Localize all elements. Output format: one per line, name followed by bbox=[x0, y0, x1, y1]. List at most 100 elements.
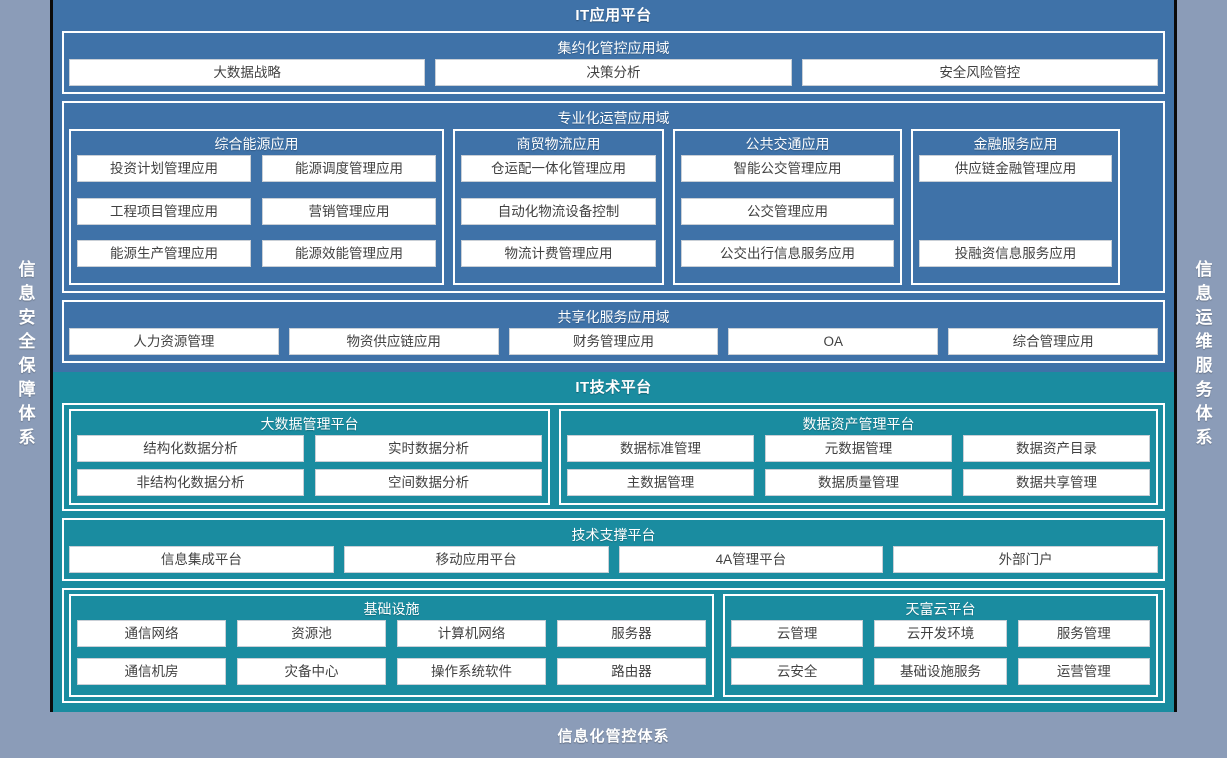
group-grid-financial-services: 供应链金融管理应用 投融资信息服务应用 bbox=[919, 155, 1112, 276]
group-data-asset-management-platform: 数据资产管理平台 数据标准管理 元数据管理 数据资产目录 主数据管理 数据质量管… bbox=[559, 409, 1158, 505]
chip-information-integration-platform[interactable]: 信息集成平台 bbox=[69, 546, 334, 573]
chip-router[interactable]: 路由器 bbox=[557, 657, 706, 685]
domain-title-technical-support-platform: 技术支撑平台 bbox=[571, 527, 656, 543]
it-application-platform: IT应用平台 集约化管控应用域 大数据战略 决策分析 安全风险管控 专业化运营应… bbox=[53, 0, 1174, 372]
chip-row-technical-support-platform: 信息集成平台 移动应用平台 4A管理平台 外部门户 bbox=[69, 546, 1158, 573]
chip-master-data-management[interactable]: 主数据管理 bbox=[567, 469, 754, 496]
technology-platform-title: IT技术平台 bbox=[575, 379, 652, 396]
it-technology-platform: IT技术平台 大数据管理平台 结构化数据分析 实时数据分析 非结构化数据分析 空… bbox=[53, 372, 1174, 712]
chip-oa[interactable]: OA bbox=[728, 328, 939, 355]
chip-automated-logistics-equipment-control[interactable]: 自动化物流设备控制 bbox=[461, 197, 656, 225]
chip-cloud-management[interactable]: 云管理 bbox=[731, 620, 864, 647]
chip-integrated-management[interactable]: 综合管理应用 bbox=[948, 328, 1158, 355]
group-financial-services: 金融服务应用 供应链金融管理应用 投融资信息服务应用 bbox=[911, 129, 1120, 285]
chip-infrastructure-service[interactable]: 基础设施服务 bbox=[874, 657, 1007, 685]
chip-unstructured-data-analysis[interactable]: 非结构化数据分析 bbox=[77, 469, 304, 496]
chip-smart-bus-management[interactable]: 智能公交管理应用 bbox=[681, 155, 894, 182]
group-title-tianfu-cloud-platform: 天富云平台 bbox=[905, 601, 976, 617]
footer-informatization-governance: 信息化管控体系 bbox=[0, 712, 1227, 758]
chip-financial-services-spacer bbox=[919, 198, 1112, 225]
chip-big-data-strategy[interactable]: 大数据战略 bbox=[69, 59, 426, 86]
chip-realtime-data-analysis[interactable]: 实时数据分析 bbox=[315, 435, 542, 462]
chip-material-supply-chain[interactable]: 物资供应链应用 bbox=[288, 328, 499, 355]
chip-marketing-management[interactable]: 营销管理应用 bbox=[262, 197, 436, 225]
domain-technical-support-platform: 技术支撑平台 信息集成平台 移动应用平台 4A管理平台 外部门户 bbox=[62, 518, 1165, 581]
chip-computer-network[interactable]: 计算机网络 bbox=[397, 620, 546, 647]
group-grid-trade-logistics: 仓运配一体化管理应用 自动化物流设备控制 物流计费管理应用 bbox=[461, 155, 656, 276]
group-grid-tianfu-cloud-platform: 云管理 云开发环境 服务管理 云安全 基础设施服务 运营管理 bbox=[731, 620, 1150, 688]
group-tianfu-cloud-platform: 天富云平台 云管理 云开发环境 服务管理 云安全 基础设施服务 运营管理 bbox=[723, 594, 1158, 697]
chip-energy-dispatch-management[interactable]: 能源调度管理应用 bbox=[262, 155, 436, 182]
chip-metadata-management[interactable]: 元数据管理 bbox=[765, 435, 952, 462]
left-rail-information-security: 信息安全保障体系 bbox=[0, 0, 53, 712]
center-stack: IT应用平台 集约化管控应用域 大数据战略 决策分析 安全风险管控 专业化运营应… bbox=[53, 0, 1174, 712]
group-integrated-energy: 综合能源应用 投资计划管理应用 能源调度管理应用 工程项目管理应用 营销管理应用… bbox=[69, 129, 444, 285]
chip-row-intensive-management: 大数据战略 决策分析 安全风险管控 bbox=[69, 59, 1158, 86]
right-rail-label: 信息运维服务体系 bbox=[1192, 260, 1212, 452]
chip-spatial-data-analysis[interactable]: 空间数据分析 bbox=[315, 469, 542, 496]
group-grid-public-transit: 智能公交管理应用 公交管理应用 公交出行信息服务应用 bbox=[681, 155, 894, 276]
chip-resource-pool[interactable]: 资源池 bbox=[237, 620, 386, 647]
chip-security-risk-control[interactable]: 安全风险管控 bbox=[801, 59, 1158, 86]
main-band: 信息安全保障体系 IT应用平台 集约化管控应用域 大数据战略 决策分析 安全风险… bbox=[0, 0, 1227, 712]
domain-title-professional-operations: 专业化运营应用域 bbox=[557, 110, 670, 126]
chip-data-quality-management[interactable]: 数据质量管理 bbox=[765, 469, 952, 496]
domain-professional-operations: 专业化运营应用域 综合能源应用 投资计划管理应用 能源调度管理应用 工程项目管理… bbox=[62, 101, 1165, 293]
chip-decision-analysis[interactable]: 决策分析 bbox=[435, 59, 792, 86]
domain-infrastructure-and-cloud: 基础设施 通信网络 资源池 计算机网络 服务器 通信机房 灾备中心 操作系统软件… bbox=[62, 588, 1165, 703]
domain-title-shared-services: 共享化服务应用域 bbox=[557, 309, 670, 325]
chip-supply-chain-finance-management[interactable]: 供应链金融管理应用 bbox=[919, 155, 1112, 182]
domain-intensive-management: 集约化管控应用域 大数据战略 决策分析 安全风险管控 bbox=[62, 31, 1165, 94]
group-title-trade-logistics: 商贸物流应用 bbox=[516, 136, 601, 152]
application-platform-title: IT应用平台 bbox=[575, 7, 652, 24]
chip-row-shared-services: 人力资源管理 物资供应链应用 财务管理应用 OA 综合管理应用 bbox=[69, 328, 1158, 355]
chip-investment-plan-management[interactable]: 投资计划管理应用 bbox=[77, 155, 251, 182]
group-grid-data-asset-management-platform: 数据标准管理 元数据管理 数据资产目录 主数据管理 数据质量管理 数据共享管理 bbox=[567, 435, 1150, 496]
chip-data-standard-management[interactable]: 数据标准管理 bbox=[567, 435, 754, 462]
chip-energy-efficiency-management[interactable]: 能源效能管理应用 bbox=[262, 240, 436, 268]
group-container-professional-operations: 综合能源应用 投资计划管理应用 能源调度管理应用 工程项目管理应用 营销管理应用… bbox=[69, 129, 1158, 285]
chip-server[interactable]: 服务器 bbox=[557, 620, 706, 647]
group-public-transit: 公共交通应用 智能公交管理应用 公交管理应用 公交出行信息服务应用 bbox=[673, 129, 902, 285]
group-grid-infrastructure: 通信网络 资源池 计算机网络 服务器 通信机房 灾备中心 操作系统软件 路由器 bbox=[77, 620, 706, 688]
chip-human-resource-management[interactable]: 人力资源管理 bbox=[69, 328, 279, 355]
chip-investment-financing-information-service[interactable]: 投融资信息服务应用 bbox=[919, 240, 1112, 268]
chip-finance-management[interactable]: 财务管理应用 bbox=[508, 328, 719, 355]
domain-title-intensive-management: 集约化管控应用域 bbox=[557, 40, 670, 56]
chip-disaster-recovery-center[interactable]: 灾备中心 bbox=[237, 657, 386, 685]
chip-logistics-billing-management[interactable]: 物流计费管理应用 bbox=[461, 240, 656, 268]
group-infrastructure: 基础设施 通信网络 资源池 计算机网络 服务器 通信机房 灾备中心 操作系统软件… bbox=[69, 594, 714, 697]
domain-data-platforms: 大数据管理平台 结构化数据分析 实时数据分析 非结构化数据分析 空间数据分析 数… bbox=[62, 403, 1165, 511]
chip-energy-production-management[interactable]: 能源生产管理应用 bbox=[77, 240, 251, 268]
chip-cloud-security[interactable]: 云安全 bbox=[731, 657, 864, 685]
chip-data-asset-catalog[interactable]: 数据资产目录 bbox=[963, 435, 1150, 462]
chip-operation-management[interactable]: 运营管理 bbox=[1017, 657, 1150, 685]
group-grid-big-data-management-platform: 结构化数据分析 实时数据分析 非结构化数据分析 空间数据分析 bbox=[77, 435, 542, 496]
chip-communication-room[interactable]: 通信机房 bbox=[77, 657, 226, 685]
chip-integrated-warehouse-transport[interactable]: 仓运配一体化管理应用 bbox=[461, 155, 656, 182]
chip-structured-data-analysis[interactable]: 结构化数据分析 bbox=[77, 435, 304, 462]
group-trade-logistics: 商贸物流应用 仓运配一体化管理应用 自动化物流设备控制 物流计费管理应用 bbox=[453, 129, 664, 285]
chip-4a-management-platform[interactable]: 4A管理平台 bbox=[618, 546, 884, 573]
group-title-big-data-management-platform: 大数据管理平台 bbox=[260, 416, 359, 432]
chip-data-sharing-management[interactable]: 数据共享管理 bbox=[963, 469, 1150, 496]
chip-external-portal[interactable]: 外部门户 bbox=[893, 546, 1158, 573]
group-big-data-management-platform: 大数据管理平台 结构化数据分析 实时数据分析 非结构化数据分析 空间数据分析 bbox=[69, 409, 550, 505]
chip-bus-management[interactable]: 公交管理应用 bbox=[681, 197, 894, 225]
chip-operating-system-software[interactable]: 操作系统软件 bbox=[397, 657, 546, 685]
chip-bus-travel-information-service[interactable]: 公交出行信息服务应用 bbox=[681, 240, 894, 268]
chip-mobile-application-platform[interactable]: 移动应用平台 bbox=[343, 546, 609, 573]
chip-communication-network[interactable]: 通信网络 bbox=[77, 620, 226, 647]
chip-service-management[interactable]: 服务管理 bbox=[1017, 620, 1150, 647]
group-title-public-transit: 公共交通应用 bbox=[745, 136, 830, 152]
group-grid-integrated-energy: 投资计划管理应用 能源调度管理应用 工程项目管理应用 营销管理应用 能源生产管理… bbox=[77, 155, 436, 276]
group-container-data-platforms: 大数据管理平台 结构化数据分析 实时数据分析 非结构化数据分析 空间数据分析 数… bbox=[69, 409, 1158, 505]
left-rail-label: 信息安全保障体系 bbox=[15, 260, 35, 452]
chip-cloud-development-environment[interactable]: 云开发环境 bbox=[874, 620, 1007, 647]
footer-label: 信息化管控体系 bbox=[557, 727, 670, 745]
group-container-infrastructure-and-cloud: 基础设施 通信网络 资源池 计算机网络 服务器 通信机房 灾备中心 操作系统软件… bbox=[69, 594, 1158, 697]
right-rail-it-operations: 信息运维服务体系 bbox=[1174, 0, 1227, 712]
group-title-integrated-energy: 综合能源应用 bbox=[214, 136, 299, 152]
chip-engineering-project-management[interactable]: 工程项目管理应用 bbox=[77, 197, 251, 225]
